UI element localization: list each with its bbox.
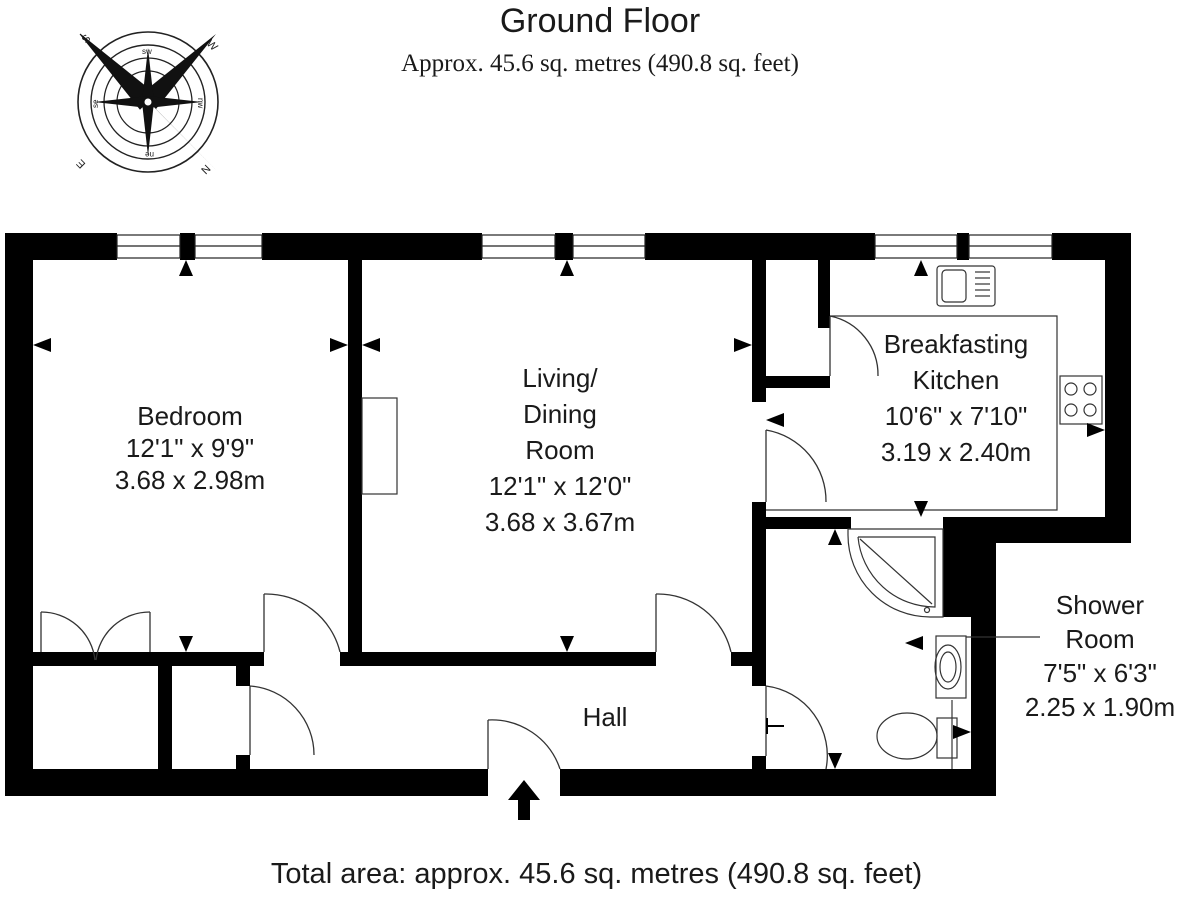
room-label-bedroom: Bedroom 12'1" x 9'9" 3.68 x 2.98m (60, 400, 320, 496)
wash-basin-icon (934, 635, 967, 699)
room-label-living-dining: Living/ Dining Room 12'1" x 12'0" 3.68 x… (430, 360, 690, 540)
dimension-arrows (33, 260, 1105, 820)
compass-label: sw (142, 47, 152, 56)
compass-label: se (91, 99, 100, 108)
page-title: Ground Floor (499, 2, 701, 40)
room-name: Kitchen (912, 365, 1000, 395)
compass-rose-icon: S W E N sw nw ne se (74, 31, 220, 176)
compass-label: E (74, 157, 88, 171)
room-label-hall: Hall (582, 702, 628, 732)
compass-label: N (198, 162, 212, 176)
fixtures (361, 265, 1103, 769)
sink-icon (936, 265, 996, 307)
room-label-kitchen: Breakfasting Kitchen 10'6" x 7'10" 3.19 … (846, 326, 1066, 470)
compass-label: W (204, 38, 220, 54)
walls (5, 233, 1131, 796)
room-label-shower: Shower Room 7'5" x 6'3" 2.25 x 1.90m (1010, 588, 1190, 724)
room-name: Living/ (522, 363, 598, 393)
compass-label: ne (145, 150, 154, 159)
total-area-footer: Total area: approx. 45.6 sq. metres (490… (270, 858, 923, 890)
room-name: Room (1065, 624, 1135, 654)
room-size-imperial: 12'1" x 12'0" (488, 471, 632, 501)
fireplace-icon (361, 397, 398, 495)
compass-label: nw (196, 98, 205, 108)
room-size-imperial: 12'1" x 9'9" (125, 433, 255, 463)
room-name: Dining (523, 399, 597, 429)
entrance-arrow-icon (508, 780, 540, 820)
room-size-imperial: 7'5" x 6'3" (1043, 658, 1157, 688)
room-name: Breakfasting (883, 329, 1029, 359)
doors (40, 315, 879, 770)
hob-icon (1059, 375, 1103, 425)
room-size-metric: 3.19 x 2.40m (880, 437, 1032, 467)
room-name: Room (525, 435, 595, 465)
shower-icon (847, 528, 944, 618)
room-name: Shower (1055, 590, 1145, 620)
room-name: Bedroom (137, 401, 243, 431)
windows (116, 234, 1053, 259)
floor-area-subtitle: Approx. 45.6 sq. metres (490.8 sq. feet) (401, 50, 799, 77)
room-size-metric: 3.68 x 2.98m (114, 465, 266, 495)
room-size-imperial: 10'6" x 7'10" (884, 401, 1028, 431)
toilet-icon (876, 700, 958, 769)
room-size-metric: 2.25 x 1.90m (1024, 692, 1176, 722)
room-size-metric: 3.68 x 3.67m (484, 507, 636, 537)
